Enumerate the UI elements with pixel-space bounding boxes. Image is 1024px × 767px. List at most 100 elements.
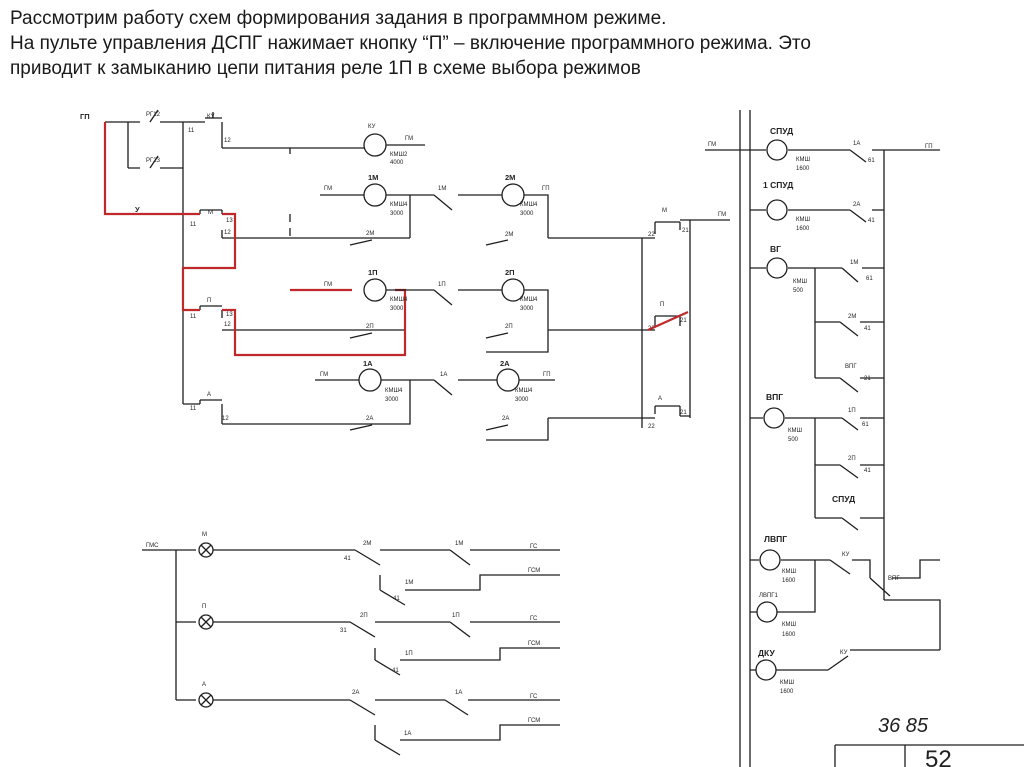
label-a-2: А [658,396,662,402]
label-1p-5: 1П [405,651,413,657]
label-kmsh2: КМШ2 [390,152,408,158]
label-ku-4: КУ [840,650,848,656]
label-41-d: 41 [344,556,351,562]
label-3000-4: 3000 [520,306,534,312]
label-kmsh-3: КМШ [793,279,807,285]
label-1p: 1П [368,268,378,277]
label-1a-4: 1А [455,690,462,696]
relay-coil-lvpg1 [756,601,778,623]
slide-caption: Рассмотрим работу схем формирования зада… [10,6,1014,81]
label-spud-1: СПУД [770,126,793,136]
label-2a-2: 2А [500,359,510,368]
mode-selector-bus: М ГМ 22 21 П 22 21 А 22 21 [641,208,730,430]
label-lamp-m: М [202,532,207,538]
label-2p-3: 2П [505,324,513,330]
label-500-1: 500 [793,288,804,294]
label-41-b: 41 [864,326,871,332]
relay-coil-2p [501,278,525,302]
label-lamp-p: П [202,604,206,610]
label-21-c: 21 [680,410,687,416]
label-gs-3: ГС [530,694,538,700]
label-1600-3: 1600 [782,578,796,584]
label-dku: ДКУ [758,648,775,658]
label-m-2: М [662,208,667,214]
label-gsm-1: ГСМ [528,568,540,574]
label-3000-2: 3000 [520,211,534,217]
label-22-a: 22 [648,232,655,238]
label-ku-1: КУ [207,114,215,120]
label-61-b: 61 [866,276,873,282]
label-lvpg1: ЛВПГ1 [759,593,779,599]
lamp-m: М 2М 41 1М ГС ГСМ 1М 41 [198,532,560,606]
label-ku-3: КУ [842,552,850,558]
label-rg23: РГ23 [146,158,161,164]
label-gm-3: ГМ [324,282,332,288]
label-3000-5: 3000 [385,397,399,403]
label-2p-4: 2П [848,456,856,462]
programme-circuit-highlight [103,122,407,357]
label-1p-4: 1П [452,613,460,619]
label-1600-2: 1600 [796,226,810,232]
label-2a-4: 2А [853,202,860,208]
label-lvpg: ЛВПГ [764,534,787,544]
label-kmsh-7: КМШ [780,680,794,686]
lamp-a: А 2А 1А ГС ГСМ 1А [198,682,560,756]
label-1a-3: 1А [853,141,860,147]
label-vpg-2: ВПГ [766,392,783,402]
label-3000-6: 3000 [515,397,529,403]
label-u: У [135,205,140,214]
label-gm-1: ГМ [405,136,413,142]
label-1600-5: 1600 [780,689,794,695]
label-1600-1: 1600 [796,166,810,172]
label-61-c: 61 [862,422,869,428]
label-1a-5: 1А [404,731,411,737]
label-gs-1: ГС [530,544,538,550]
label-vpg-3: ВПГ [888,576,900,582]
relay-block-m: КУ ГМ КМШ2 4000 1М ГМ КМШ4 3000 2М 2М 1М… [290,124,642,246]
relay-coil-2a [496,368,520,392]
label-2p-2: 2П [505,268,515,277]
relay-coil-ku [363,133,387,157]
label-kmsh4-2: КМШ4 [520,202,538,208]
lamp-circuits: ГМС М 2М 41 1М ГС ГСМ 1М 41 П 2П 31 1П Г… [142,532,560,756]
relay-coil-1p [363,278,387,302]
caption-line-2: На пульте управления ДСПГ нажимает кнопк… [10,33,811,54]
label-kmsh4-4: КМШ4 [520,297,538,303]
label-12-d: 12 [222,416,229,422]
label-kmsh-4: КМШ [788,428,802,434]
label-1a-2: 1А [440,372,447,378]
label-gms: ГМС [146,543,159,549]
label-12-a: 12 [224,138,231,144]
label-2m-3: 2М [505,232,513,238]
label-2a-1: 2А [366,416,373,422]
label-vg-1: ВГ [770,244,781,254]
label-13-a: 13 [226,218,233,224]
label-12-c: 12 [224,322,231,328]
relay-coil-vg [766,257,788,279]
label-2a-5: 2А [352,690,359,696]
relay-block-p: 1П ГМ КМШ4 3000 2П 2П 1П КМШ4 3000 2П [324,268,642,353]
label-spud-2: СПУД [832,494,855,504]
label-gm-2: ГМ [324,186,332,192]
label-1p-2: 1П [438,282,446,288]
label-lamp-a: А [202,682,206,688]
caption-line-3: приводит к замыканию цепи питания реле 1… [10,58,641,79]
label-2m-5: 2М [363,541,371,547]
label-11-d: 11 [190,406,197,412]
label-1600-4: 1600 [782,632,796,638]
title-block: 36 85 52 [834,715,1024,767]
label-22-c: 22 [648,424,655,430]
label-2m-1: 2М [366,231,374,237]
caption-line-1: Рассмотрим работу схем формирования зада… [10,8,667,29]
label-kmsh4-3: КМШ4 [390,297,408,303]
label-ku-2: КУ [368,124,376,130]
label-spud1: 1 СПУД [763,180,793,190]
label-3000-1: 3000 [390,211,404,217]
label-4000: 4000 [390,160,404,166]
label-gm-4: ГМ [320,372,328,378]
lamp-p: П 2П 31 1П ГС ГСМ 1П 41 [198,604,560,676]
label-gp: ГП [80,112,90,121]
label-go: ГП [543,372,551,378]
label-1m: 1М [368,173,378,182]
label-11-c: 11 [190,314,197,320]
